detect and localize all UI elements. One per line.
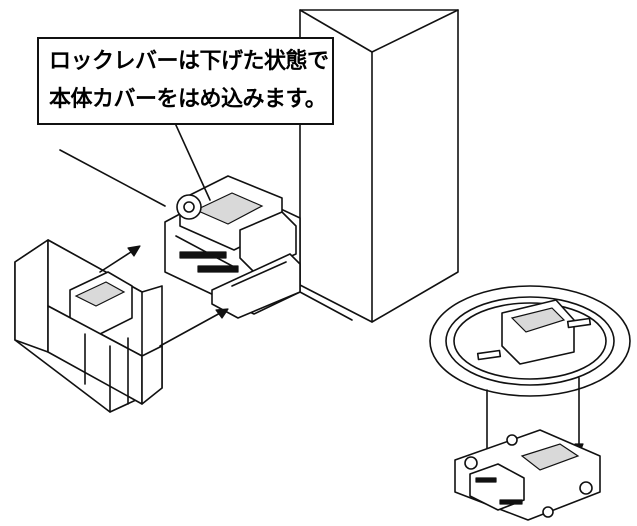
- callout-line-2: 本体カバーをはめ込みます。: [49, 87, 327, 112]
- body-cover: [14, 239, 163, 413]
- callout-leader-line: [169, 111, 211, 201]
- insertion-arrows: [59, 149, 353, 347]
- callout-line-1: ロックレバーは下げた状態で: [49, 49, 329, 74]
- outlet-base-unit: [164, 175, 301, 319]
- round-cover-plate: [429, 285, 631, 397]
- instruction-callout: ロックレバーは下げた状態で 本体カバーをはめ込みます。: [37, 37, 334, 125]
- mounting-bracket: [454, 429, 601, 521]
